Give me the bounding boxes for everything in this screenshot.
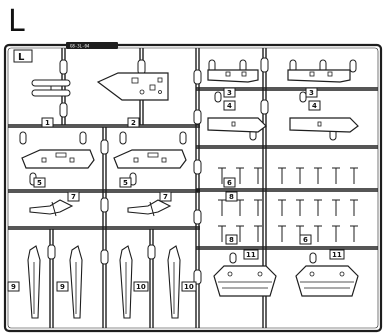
part-tag-10b: 10	[181, 281, 197, 292]
svg-text:11: 11	[246, 251, 256, 259]
svg-text:6: 6	[303, 236, 308, 244]
svg-text:6: 6	[227, 179, 232, 187]
part-7-right	[127, 199, 172, 217]
part-tag-5a: 5	[33, 177, 46, 188]
svg-text:8: 8	[229, 193, 234, 201]
svg-text:2: 2	[131, 119, 136, 127]
part-tag-4a: 4	[223, 100, 236, 111]
pin-row-8	[218, 225, 358, 242]
part-10-left	[119, 245, 133, 319]
part-tag-7b: 7	[159, 191, 172, 202]
sprue-tab	[13, 49, 33, 63]
part-7-left	[29, 199, 74, 217]
part-tag-2: 2	[127, 117, 140, 128]
svg-text:3: 3	[309, 89, 314, 97]
part-5-left	[21, 149, 95, 169]
sprue-tab-label: L	[18, 52, 25, 63]
part-tag-5b: 5	[119, 177, 132, 188]
pin-row-middle	[218, 199, 358, 216]
pin-row-6	[218, 167, 358, 184]
svg-text:9: 9	[60, 283, 65, 291]
svg-text:11: 11	[332, 251, 342, 259]
part-11-left	[213, 265, 277, 297]
svg-text:3: 3	[227, 89, 232, 97]
part-tag-7a: 7	[67, 191, 80, 202]
part-9-left	[27, 245, 41, 319]
part-tag-8b: 8	[225, 234, 238, 245]
sprue-frame-inner	[7, 47, 379, 329]
part-tag-9a: 9	[7, 281, 20, 292]
part-tag-3b: 3	[305, 87, 318, 98]
svg-text:5: 5	[123, 179, 128, 187]
part-tag-11b: 11	[329, 249, 345, 260]
svg-text:9: 9	[11, 283, 16, 291]
part-1	[31, 79, 71, 97]
part-tag-4b: 4	[308, 100, 321, 111]
part-4-left	[207, 117, 267, 133]
svg-text:4: 4	[312, 102, 317, 110]
svg-text:8: 8	[229, 236, 234, 244]
part-tag-11a: 11	[243, 249, 259, 260]
part-3-right	[287, 69, 351, 83]
part-tag-3a: 3	[223, 87, 236, 98]
svg-text:7: 7	[71, 193, 76, 201]
sprue-letter: L	[8, 4, 25, 39]
svg-text:10: 10	[184, 283, 194, 291]
svg-text:1: 1	[45, 119, 50, 127]
part-tag-1: 1	[41, 117, 54, 128]
part-code-text: G8-3L-04	[70, 44, 90, 49]
svg-text:5: 5	[37, 179, 42, 187]
svg-text:4: 4	[227, 102, 232, 110]
part-tag-9b: 9	[56, 281, 69, 292]
part-2	[96, 72, 169, 101]
part-11-right	[295, 265, 359, 297]
part-tag-8a: 8	[225, 191, 238, 202]
part-9-right	[69, 245, 83, 319]
part-tag-6b: 6	[299, 234, 312, 245]
svg-text:7: 7	[163, 193, 168, 201]
part-4-right	[289, 117, 359, 133]
part-5-right	[113, 149, 187, 169]
part-code-plate	[66, 42, 118, 49]
sprue-frame	[3, 43, 383, 333]
part-10-right	[167, 245, 181, 319]
svg-text:10: 10	[136, 283, 146, 291]
part-3-left	[207, 69, 259, 83]
part-tag-6a: 6	[223, 177, 236, 188]
part-tag-10a: 10	[133, 281, 149, 292]
